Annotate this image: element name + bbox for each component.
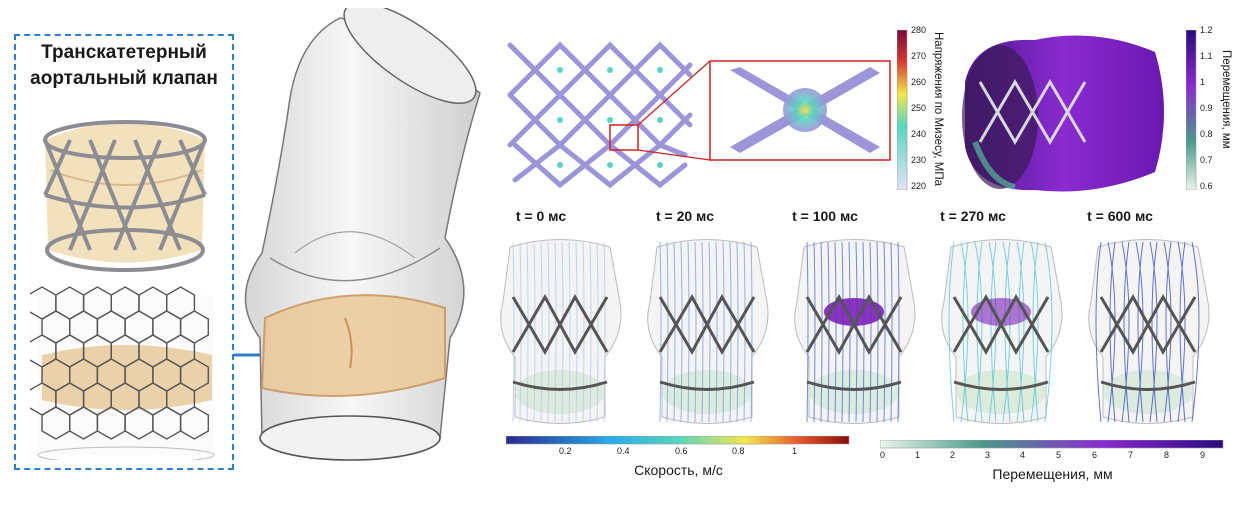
velocity-ticks: 0.2 0.4 0.6 0.8 1 (506, 446, 851, 460)
panel-title: Транскатетерный аортальный клапан (14, 40, 234, 92)
displacement-h-tick: 3 (985, 450, 991, 460)
velocity-tick: 0.4 (617, 446, 630, 456)
displacement-h-tick: 6 (1092, 450, 1098, 460)
displacement-tick: 0.7 (1200, 155, 1213, 165)
displacement-tick: 0.9 (1200, 103, 1213, 113)
velocity-tick: 0.6 (675, 446, 688, 456)
displacement-h-tick: 4 (1020, 450, 1026, 460)
displacement-h-tick: 0 (880, 450, 886, 460)
displacement-body (962, 35, 1164, 192)
hexagon-cell (179, 406, 210, 440)
simulation-frames (500, 239, 1210, 424)
valve-illustrations (30, 120, 215, 460)
stress-tick: 260 (911, 77, 927, 87)
stress-lattice (507, 41, 693, 189)
velocity-colorbar (506, 436, 850, 445)
aorta-model (244, 8, 481, 461)
zoom-inset (637, 60, 891, 161)
velocity-tick: 0.2 (559, 446, 572, 456)
stress-tick: 220 (911, 181, 927, 191)
stress-tick: 280 (911, 25, 927, 35)
simulation-frame (647, 239, 769, 424)
displacement-h-tick: 2 (950, 450, 956, 460)
displacement-colorbar-horizontal (880, 440, 1224, 449)
time-label-20: t = 20 мс (655, 208, 715, 224)
stress-colorbar-label: Напряжения по Мизесу, МПа (932, 32, 944, 187)
velocity-colorbar-label: Скорость, м/с (634, 462, 723, 478)
hexagon-stent (30, 286, 215, 460)
simulation-frame (500, 239, 622, 424)
panel-title-line1: Транскатетерный (41, 42, 207, 63)
displacement-colorbar-vertical (1186, 30, 1197, 190)
time-label-270: t = 270 мс (940, 208, 1006, 224)
displacement-horizontal-ticks: 0 1 2 3 4 5 6 7 8 9 (880, 450, 1225, 464)
time-label-600: t = 600 мс (1087, 208, 1153, 224)
displacement-h-tick: 1 (915, 450, 921, 460)
simulation-frame (794, 239, 916, 424)
time-label-0: t = 0 мс (515, 208, 567, 224)
stress-tick: 270 (911, 51, 927, 61)
simulation-frame (941, 239, 1063, 424)
valve-panel-border (14, 34, 234, 470)
time-label-100: t = 100 мс (792, 208, 858, 224)
stress-colorbar (897, 30, 908, 190)
velocity-tick: 1 (792, 446, 798, 456)
displacement-h-tick: 8 (1164, 450, 1170, 460)
stress-tick: 250 (911, 103, 927, 113)
displacement-vertical-label: Перемещения, мм (1220, 50, 1232, 149)
valve-stent-wire (43, 120, 207, 272)
displacement-tick: 0.8 (1200, 129, 1213, 139)
stress-tick: 240 (911, 129, 927, 139)
velocity-tick: 0.8 (732, 446, 745, 456)
panel-title-line2: аортальный клапан (30, 68, 218, 89)
simulation-frame (1088, 239, 1210, 424)
displacement-h-tick: 7 (1128, 450, 1134, 460)
displacement-h-tick: 9 (1200, 450, 1206, 460)
stress-tick: 230 (911, 155, 927, 165)
displacement-tick: 1 (1200, 77, 1206, 87)
displacement-tick: 0.6 (1200, 181, 1213, 191)
displacement-tick: 1.1 (1200, 51, 1213, 61)
displacement-tick: 1.2 (1200, 25, 1213, 35)
displacement-horizontal-label: Перемещения, мм (992, 466, 1113, 482)
displacement-h-tick: 5 (1056, 450, 1062, 460)
